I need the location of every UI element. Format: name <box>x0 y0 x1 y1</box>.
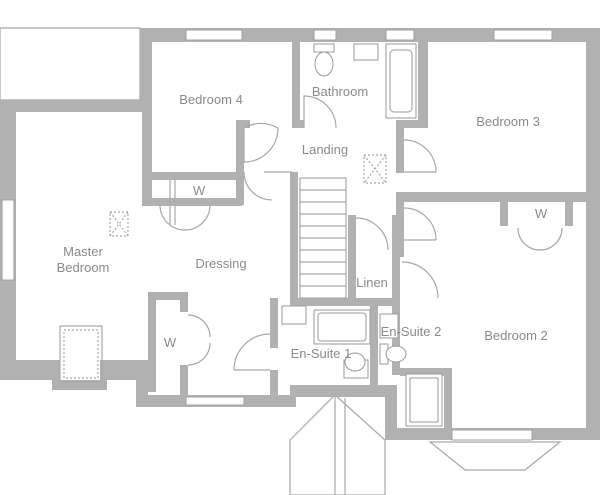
label-landing: Landing <box>302 142 348 157</box>
label-master-bedroom-line1: Master <box>63 244 103 259</box>
walls <box>0 28 600 440</box>
label-bedroom-4: Bedroom 4 <box>179 92 243 107</box>
label-en-suite-2: En-Suite 2 <box>381 324 442 339</box>
label-wardrobe-right: W <box>535 206 548 221</box>
label-linen: Linen <box>356 275 388 290</box>
staircase <box>299 177 347 299</box>
label-bedroom-2: Bedroom 2 <box>484 328 548 343</box>
label-wardrobe-top: W <box>193 183 206 198</box>
room-labels: Bedroom 4 Bathroom Bedroom 3 Landing W W… <box>57 84 548 361</box>
label-bedroom-3: Bedroom 3 <box>476 114 540 129</box>
label-dressing: Dressing <box>195 256 246 271</box>
doors <box>159 95 563 371</box>
label-wardrobe-left: W <box>164 335 177 350</box>
roof-lights <box>59 154 387 383</box>
label-master-bedroom-line2: Bedroom <box>57 260 110 275</box>
windows <box>1 29 553 441</box>
label-bathroom: Bathroom <box>312 84 368 99</box>
fixtures <box>281 43 443 427</box>
label-en-suite-1: En-Suite 1 <box>291 346 352 361</box>
